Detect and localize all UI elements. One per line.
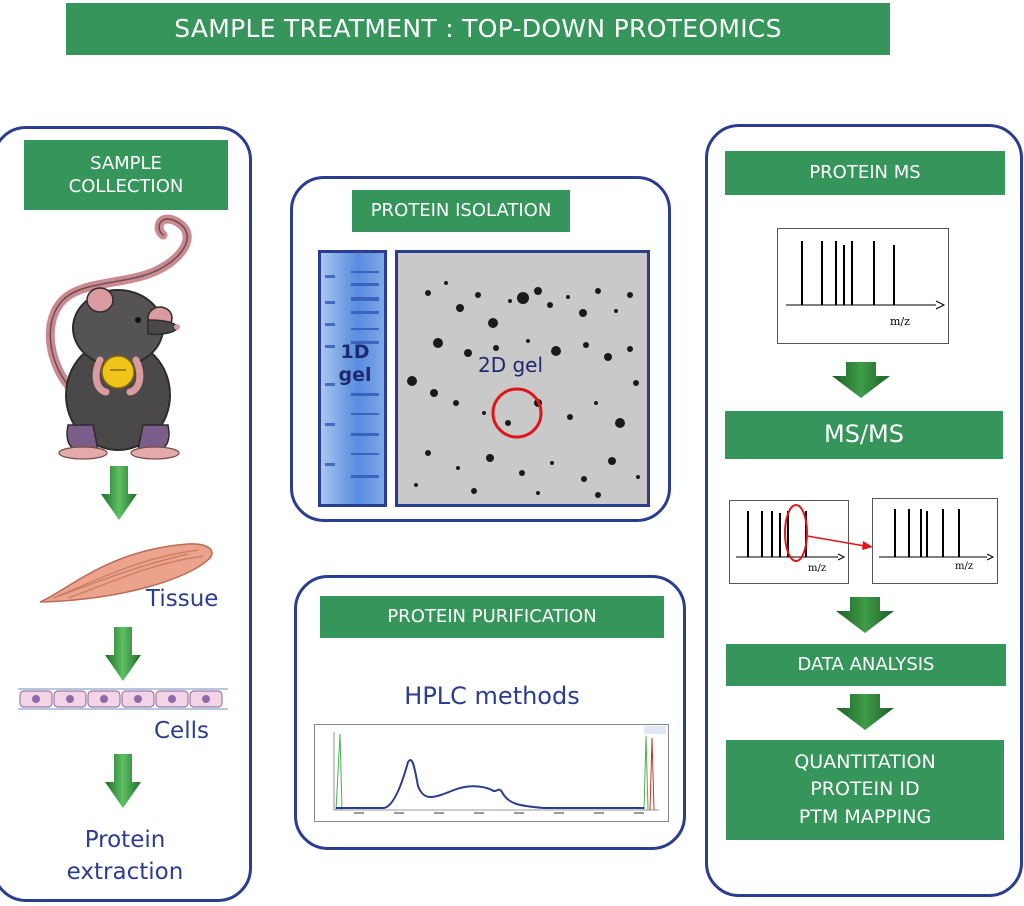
- rat-illustration: [45, 214, 192, 460]
- protein-ms-header: PROTEIN MS: [725, 151, 1005, 195]
- msms-header-text: MS/MS: [824, 420, 904, 449]
- protein-purification-header: PROTEIN PURIFICATION: [320, 596, 664, 638]
- down-arrow-results: [836, 694, 894, 730]
- gel-1d-image: 1D gel: [318, 250, 387, 507]
- page-title: SAMPLE TREATMENT : TOP-DOWN PROTEOMICS: [66, 3, 890, 55]
- rat-cheese: [101, 355, 135, 389]
- gel-1d-label: 1D gel: [338, 341, 372, 386]
- msms-spectrum-fragments: m/z: [872, 498, 998, 584]
- msms-header: MS/MS: [725, 411, 1003, 459]
- cells-label: Cells: [154, 718, 209, 744]
- rat-snout: [147, 319, 179, 336]
- hplc-chromatogram: [314, 724, 669, 822]
- rat-nose: [174, 324, 180, 330]
- gel-2d-highlight: [491, 387, 543, 439]
- data-analysis-header: DATA ANALYSIS: [726, 644, 1006, 686]
- protein-isolation-header-text: PROTEIN ISOLATION: [370, 200, 552, 222]
- msms-precursor-axis-label: m/z: [808, 563, 827, 574]
- rat-ear-left: [86, 287, 114, 313]
- protein-ms-header-text: PROTEIN MS: [809, 162, 921, 184]
- precursor-highlight: [784, 504, 808, 562]
- msms-fragments-axis-label: m/z: [955, 561, 974, 572]
- results-box: QUANTITATION PROTEIN ID PTM MAPPING: [726, 740, 1004, 840]
- sample-collection-header: SAMPLE COLLECTION: [24, 140, 228, 210]
- muscle-tissue-illustration: [39, 543, 213, 603]
- msms-spectrum-precursor: m/z: [729, 500, 849, 584]
- ms-spectrum: m/z: [777, 228, 949, 344]
- result-quantitation: QUANTITATION: [794, 750, 936, 773]
- down-arrow-ms: [832, 362, 890, 398]
- down-arrow-analysis: [836, 597, 894, 633]
- rat-foot-left: [58, 446, 108, 460]
- rat-foot-right: [130, 446, 180, 460]
- ms-axis-label: m/z: [890, 315, 910, 328]
- rat-tail-outline: [49, 218, 188, 386]
- protein-extraction-label: Protein extraction: [66, 827, 184, 886]
- hplc-trace: [336, 759, 644, 809]
- rat-paws: [92, 356, 144, 396]
- protein-isolation-header: PROTEIN ISOLATION: [352, 190, 570, 232]
- gel-2d-image: 2D gel: [395, 250, 650, 507]
- cells-illustration: [18, 688, 228, 710]
- result-protein-id: PROTEIN ID: [810, 778, 920, 801]
- gel-2d-label: 2D gel: [478, 353, 544, 377]
- hplc-methods-label: HPLC methods: [404, 682, 580, 710]
- down-arrow-3: [105, 754, 141, 808]
- down-arrow-2: [105, 627, 141, 681]
- down-arrow-1: [101, 466, 137, 520]
- protein-purification-header-text: PROTEIN PURIFICATION: [387, 606, 597, 628]
- fragmentation-arrow: [806, 535, 873, 550]
- tissue-label: Tissue: [146, 586, 219, 612]
- sample-collection-header-text: SAMPLE COLLECTION: [68, 152, 184, 197]
- data-analysis-header-text: DATA ANALYSIS: [797, 654, 935, 676]
- result-ptm-mapping: PTM MAPPING: [798, 805, 932, 828]
- rat-eye: [135, 317, 141, 323]
